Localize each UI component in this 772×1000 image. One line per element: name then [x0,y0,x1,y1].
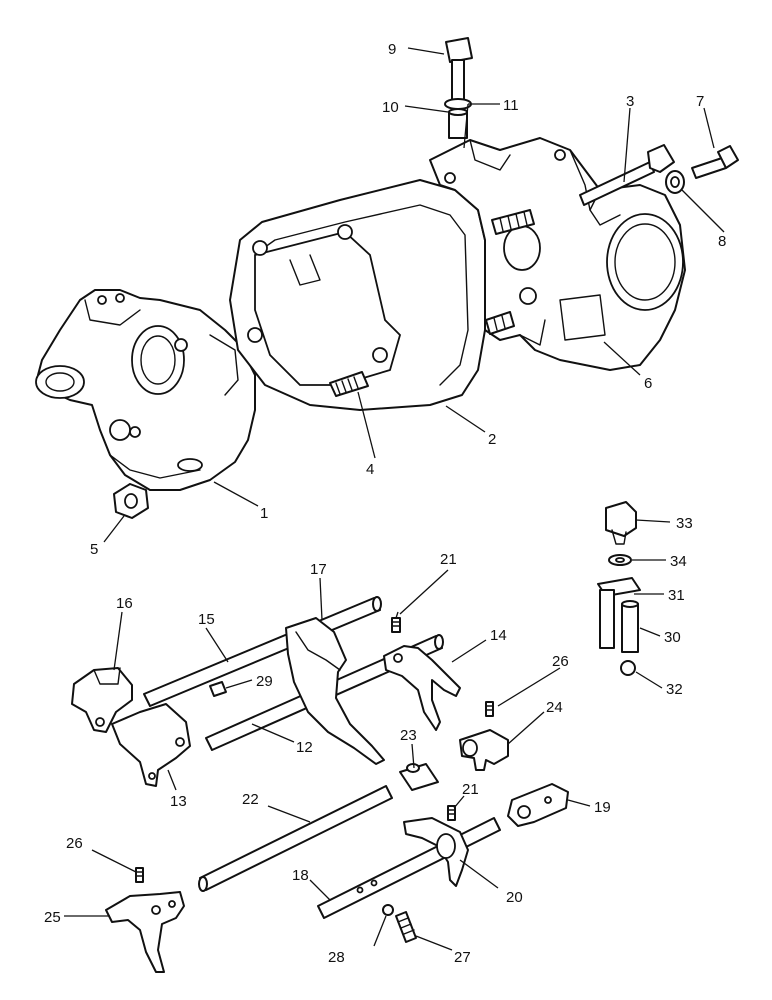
callout-3: 3 [626,93,634,110]
callout-8: 8 [718,233,726,250]
washer-part-8 [665,170,685,194]
ball-part-32 [620,660,636,676]
bolt-part-7 [691,145,739,179]
callout-16: 16 [116,595,133,612]
callout-24: 24 [546,699,563,716]
callout-4: 4 [366,461,374,478]
selector-fork-part-25 [105,891,185,973]
front-cover-part-1 [35,289,256,491]
callout-30: 30 [664,629,681,646]
selector-fork-part-20 [403,817,469,887]
selector-fork-part-14 [383,645,461,731]
callout-28: 28 [328,949,345,966]
ball-part-28 [382,904,394,916]
callout-12: 12 [296,739,313,756]
bracket-part-31 [597,577,641,649]
callout-14: 14 [490,627,507,644]
selector-rod-part-22 [198,785,393,892]
callout-21-lower: 21 [462,781,479,798]
callout-5: 5 [90,541,98,558]
selector-block-part-19 [507,783,569,827]
rear-casing-part-6 [429,137,686,371]
stud-part-4 [329,371,369,397]
spring-part-26 [485,701,494,717]
callout-34: 34 [670,553,687,570]
washer-part-34 [608,554,632,566]
leader-lines [64,47,725,951]
callout-13: 13 [170,793,187,810]
callout-18: 18 [292,867,309,884]
callout-27: 27 [454,949,471,966]
sleeve-part-23 [399,763,439,791]
callout-25: 25 [44,909,61,926]
spring-part-21-lower [447,805,456,821]
switch-part-33 [605,501,637,545]
callout-29: 29 [256,673,273,690]
callout-19: 19 [594,799,611,816]
callout-17: 17 [310,561,327,578]
callout-6: 6 [644,375,652,392]
long-bolt-part-3 [579,144,675,206]
roller-part-29 [209,681,227,697]
spacer-part-10 [448,108,468,139]
callout-9: 9 [388,41,396,58]
bolt-part-9 [445,37,473,103]
callout-1: 1 [260,505,268,522]
adapter-housing-part-2 [229,179,486,411]
callout-26-lower: 26 [66,835,83,852]
callout-22: 22 [242,791,259,808]
callout-7: 7 [696,93,704,110]
callout-15: 15 [198,611,215,628]
spring-part-27 [395,911,417,943]
callout-31: 31 [668,587,685,604]
callout-23: 23 [400,727,417,744]
selector-fork-part-13 [111,703,191,787]
callout-2: 2 [488,431,496,448]
spring-part-26-lower [135,867,144,883]
callout-20: 20 [506,889,523,906]
nut-part-5 [113,483,149,519]
selector-fork-part-17 [285,617,385,765]
plunger-part-30 [621,600,639,653]
selector-block-part-24 [459,729,509,771]
callout-11: 11 [503,97,519,114]
callout-33: 33 [676,515,693,532]
callout-10: 10 [382,99,399,116]
callout-26-upper: 26 [552,653,569,670]
selector-bracket-part-16 [71,667,133,733]
callout-21-upper: 21 [440,551,457,568]
callout-32: 32 [666,681,683,698]
spring-part-21 [391,617,401,633]
